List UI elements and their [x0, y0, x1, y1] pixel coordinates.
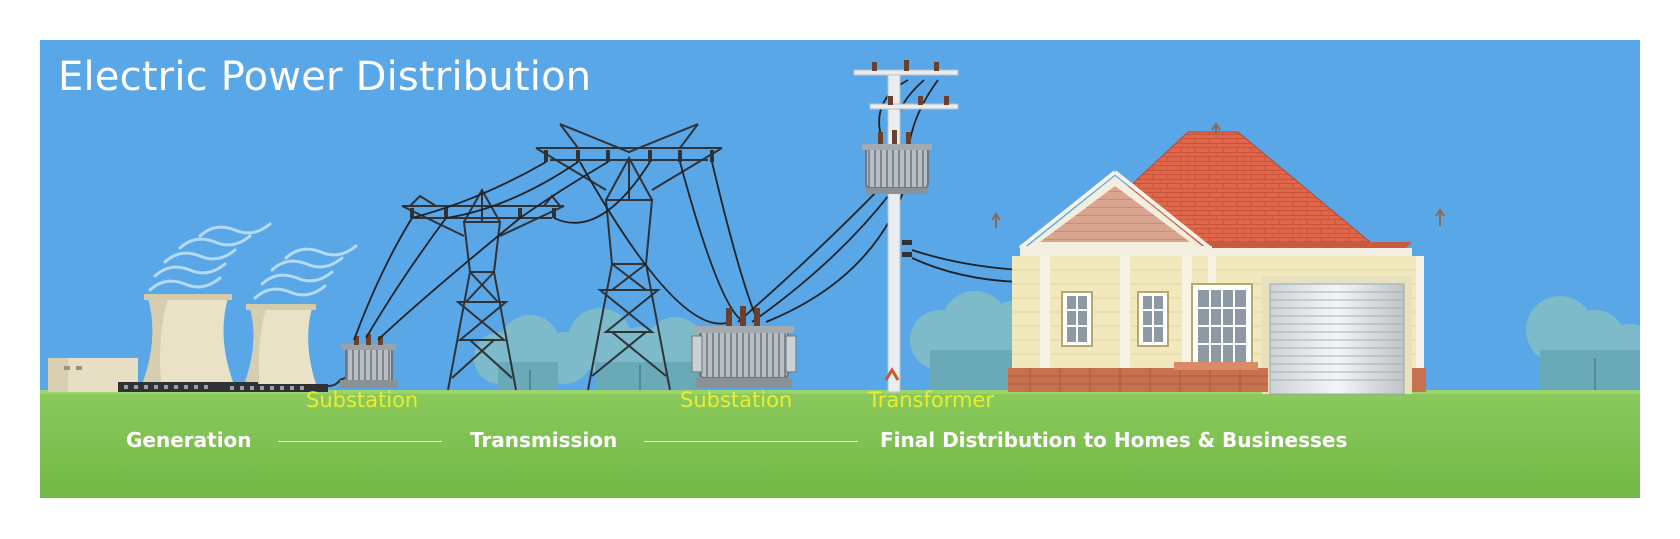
- transformer-label: Transformer: [868, 388, 995, 412]
- stage-final-distribution: Final Distribution to Homes & Businesses: [880, 428, 1348, 452]
- stage-generation: Generation: [126, 428, 252, 452]
- page-title: Electric Power Distribution: [58, 54, 592, 100]
- substation-large: [691, 306, 797, 388]
- substation-label-1: Substation: [306, 388, 419, 412]
- scene-illustration: [40, 40, 1640, 498]
- utility-pole: [853, 60, 1024, 393]
- ground: [40, 390, 1640, 498]
- substation-label-2: Substation: [680, 388, 793, 412]
- transmission-tower-large: [535, 123, 723, 391]
- substation-small: [340, 334, 398, 388]
- stage-divider-1: [278, 441, 442, 442]
- insulators: [410, 150, 714, 218]
- power-plant: [48, 222, 358, 392]
- power-distribution-diagram: Electric Power Distribution Substation S…: [40, 40, 1640, 498]
- house-windows: [1061, 291, 1169, 347]
- house: [991, 122, 1445, 395]
- stage-divider-2: [644, 441, 858, 442]
- stage-transmission: Transmission: [470, 428, 618, 452]
